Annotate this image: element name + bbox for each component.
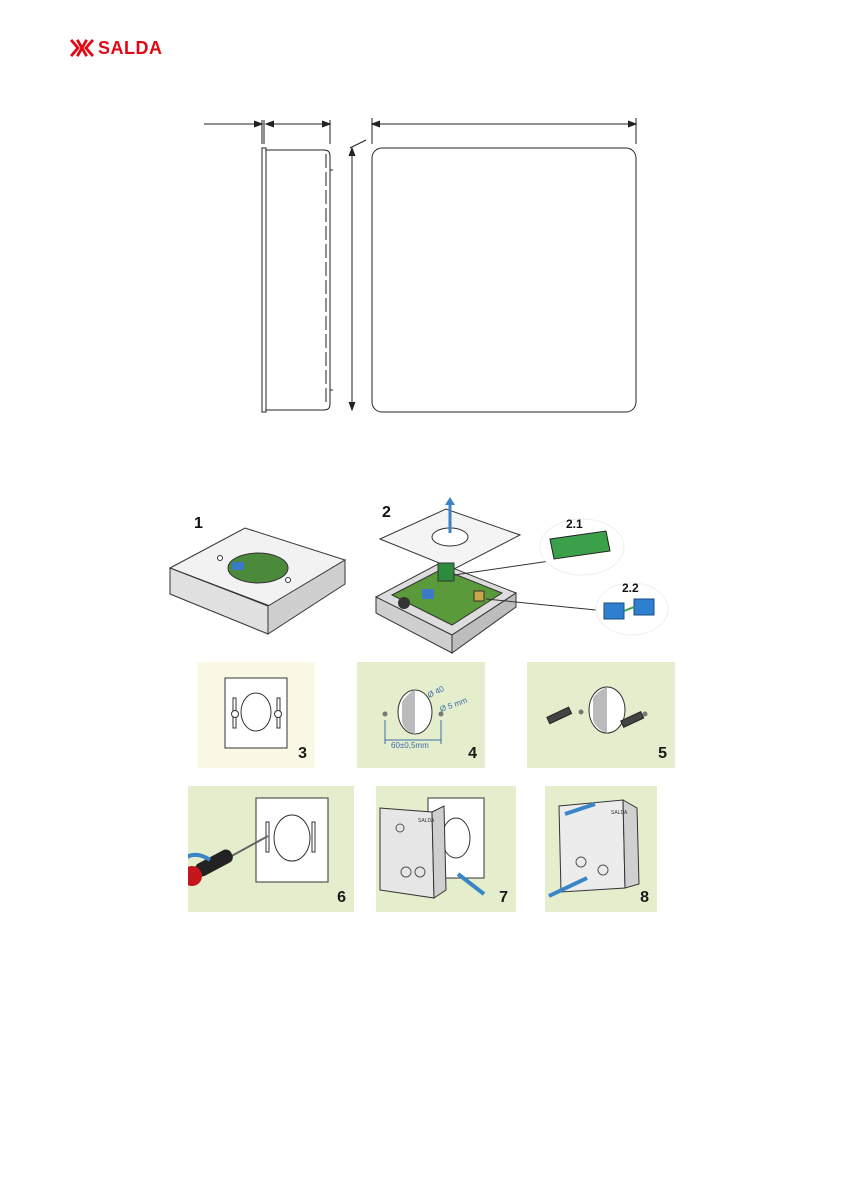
- screwdriver-illustration: [188, 786, 354, 912]
- step-number: 2: [382, 505, 391, 521]
- step-4-panel: Ø 40 Ø 5 mm 60±0,5mm 4: [357, 662, 485, 768]
- step-number: 1: [194, 516, 203, 532]
- callout-2-2-label: 2.2: [622, 581, 639, 595]
- open-device-illustration: 2.1 2.2: [370, 495, 670, 655]
- step-1-panel: 1: [160, 510, 350, 645]
- closed-device-illustration: [160, 510, 350, 645]
- step-3-panel: 3: [197, 662, 315, 768]
- dimension-drawing: [190, 110, 650, 420]
- step-number: 8: [640, 890, 649, 906]
- brand-logo: SALDA: [70, 37, 163, 59]
- step-8-panel: SALDA 8: [545, 786, 657, 912]
- step-6-panel: 6: [188, 786, 354, 912]
- step-number: 4: [468, 746, 477, 762]
- spacing-label: 60±0,5mm: [391, 741, 429, 750]
- step-number: 7: [499, 890, 508, 906]
- step-2-panel: 2 2.1 2.2: [370, 495, 670, 655]
- callout-2-1-label: 2.1: [566, 517, 583, 531]
- step-number: 3: [298, 746, 307, 762]
- screw-hole-label: Ø 5 mm: [439, 696, 469, 714]
- step-number: 6: [337, 890, 346, 906]
- device-label: SALDA: [418, 818, 435, 824]
- device-label: SALDA: [611, 810, 628, 816]
- step-5-panel: 5: [527, 662, 675, 768]
- step-7-panel: SALDA 7: [376, 786, 516, 912]
- attach-cover-illustration: SALDA: [376, 786, 516, 912]
- wall-plugs-illustration: [527, 662, 675, 768]
- wall-hole-illustration: Ø 40 Ø 5 mm 60±0,5mm: [357, 662, 485, 768]
- salda-logo-icon: [70, 38, 94, 58]
- hole-diameter-label: Ø 40: [426, 684, 446, 700]
- step-number: 5: [658, 746, 667, 762]
- brand-name: SALDA: [98, 39, 163, 57]
